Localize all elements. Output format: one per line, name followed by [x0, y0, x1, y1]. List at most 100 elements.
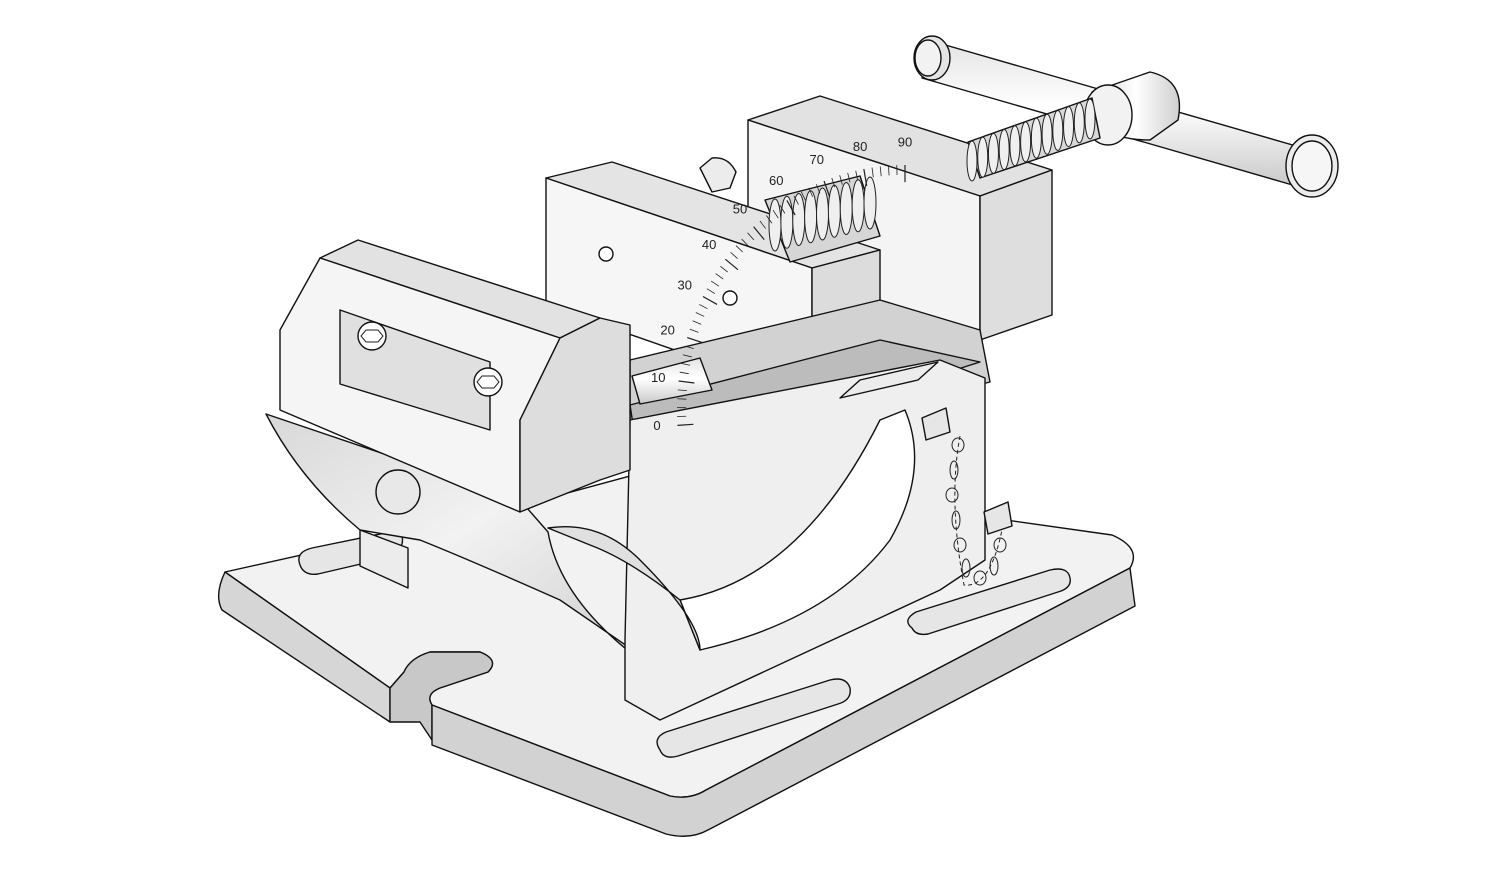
hex-screw-1: [357, 321, 387, 351]
base-plate-edge-front: [431, 567, 1136, 837]
lock-pin-2: [983, 501, 1013, 535]
chain-link: [973, 570, 987, 586]
scale-minor-tick: [682, 354, 692, 358]
scale-minor-tick: [735, 245, 744, 253]
chain-link: [945, 487, 959, 503]
screw-thread-ring: [1084, 98, 1096, 140]
guide-rod: [631, 357, 713, 405]
scale-minor-tick: [695, 312, 705, 317]
scale-minor-tick: [855, 170, 859, 181]
scale-minor-tick: [766, 215, 773, 224]
scale-minor-tick: [689, 328, 699, 333]
screw-thread-ring: [977, 136, 989, 178]
scale-minor-tick: [747, 232, 755, 241]
scale-minor-tick: [772, 209, 779, 219]
scale-minor-tick: [879, 166, 882, 177]
screw-thread-ring: [804, 190, 818, 244]
scale-minor-tick: [681, 363, 691, 366]
screw-thread-ring: [839, 182, 853, 235]
chain-link: [993, 537, 1007, 553]
scale-label: 10: [651, 370, 665, 385]
scale-major-tick: [753, 226, 765, 240]
scale-label: 40: [702, 237, 716, 252]
scale-label: 20: [660, 322, 674, 337]
front-jaw: [279, 239, 631, 513]
scale-minor-tick: [677, 389, 687, 392]
screw-thread-ring: [816, 187, 829, 241]
scale-minor-tick: [684, 345, 694, 350]
screw-thread-ring: [1030, 117, 1042, 159]
scale-minor-tick: [839, 175, 843, 185]
jaw-hole-1: [598, 246, 614, 262]
scale-minor-tick: [831, 177, 836, 188]
scale-label: 80: [853, 139, 867, 154]
scale-label: 70: [810, 152, 824, 167]
screw-thread-ring: [1020, 121, 1032, 163]
scale-major-tick: [687, 336, 703, 344]
cradle-body: [265, 413, 641, 661]
screw-thread-ring: [1041, 113, 1053, 155]
scale-major-tick: [678, 380, 695, 384]
chain-link: [951, 437, 965, 453]
lock-pin-1: [921, 407, 951, 441]
scale-minor-tick: [710, 280, 720, 287]
screw-thread-ring: [851, 179, 865, 233]
scale-plate-top: [839, 361, 939, 399]
base-slot-right-top: [907, 568, 1071, 636]
scale-minor-tick: [679, 371, 689, 375]
scale-label: 60: [769, 173, 783, 188]
screw-handle[interactable]: [913, 35, 1339, 198]
chain-link: [949, 460, 959, 480]
screw-thread-ring: [1052, 109, 1064, 151]
scale-major-tick: [677, 423, 694, 426]
screw-thread-ring: [863, 176, 877, 230]
screw-thread-ring: [827, 184, 841, 238]
scale-major-tick: [823, 180, 831, 198]
screw-thread-ring: [966, 140, 978, 182]
scale-arc-face: [679, 409, 916, 651]
screw-thread-ring: [792, 193, 806, 246]
scale-minor-tick: [793, 195, 799, 205]
chain-link: [989, 556, 999, 576]
scale-minor-tick: [741, 238, 749, 247]
scale-minor-tick: [888, 165, 890, 176]
lead-screw: [966, 97, 1101, 182]
front-jaw-side: [519, 317, 631, 513]
tilt-cradle: [265, 359, 986, 721]
scale-major-tick: [786, 200, 796, 216]
jaw-hole-2: [722, 290, 738, 306]
screw-thread-ring: [998, 129, 1010, 171]
scale-minor-tick: [871, 167, 874, 178]
scale-minor-tick: [847, 172, 851, 183]
pivot-boss: [375, 469, 421, 515]
chain-link: [961, 558, 971, 578]
screw-thread-ring: [1073, 102, 1085, 144]
screw-thread-ring: [768, 198, 782, 252]
scale-minor-tick: [759, 220, 767, 229]
base-plate-edge-left: [217, 571, 391, 723]
scale-minor-tick: [720, 265, 728, 273]
scale-minor-tick: [808, 187, 814, 197]
scale-major-tick: [724, 258, 739, 271]
scale-minor-tick: [692, 320, 702, 325]
hex-screw-2: [473, 367, 503, 397]
scale-minor-tick: [706, 288, 716, 294]
scale-major-tick: [702, 295, 718, 305]
scale-minor-tick: [815, 184, 821, 194]
screw-thread-ring: [780, 195, 794, 249]
lock-pin-chain[interactable]: [921, 407, 1013, 586]
scale-label: 50: [733, 202, 747, 217]
screw-thread-ring: [1063, 106, 1075, 148]
scale-label: 30: [678, 278, 692, 293]
jaw-knob: [699, 157, 737, 193]
screw-thread-ring: [987, 132, 999, 174]
scale-minor-tick: [715, 273, 724, 280]
screw-thread-ring: [1009, 125, 1021, 167]
scale-minor-tick: [730, 251, 738, 259]
scale-label: 90: [898, 134, 912, 149]
scale-minor-tick: [699, 304, 708, 310]
scale-minor-tick: [800, 191, 806, 201]
